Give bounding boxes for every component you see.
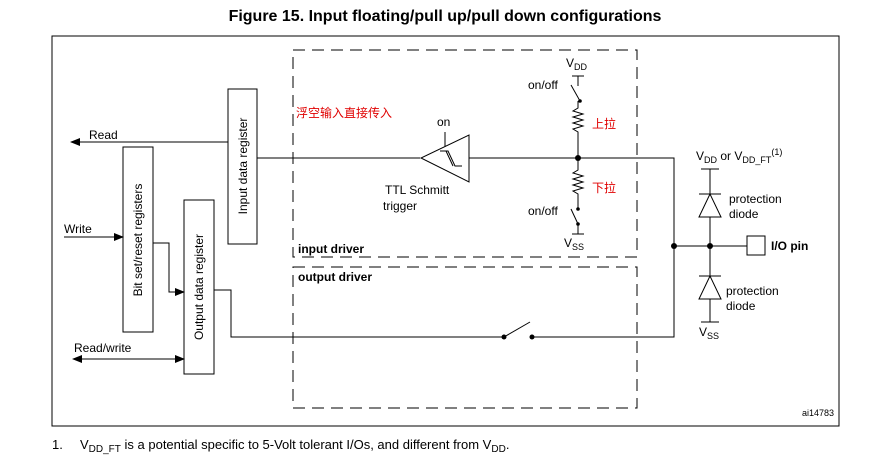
onoff-bottom-label: on/off [528,204,558,218]
on-label: on [437,115,450,129]
floating-input-note: 浮空输入直接传入 [296,105,392,120]
pull-down-switch[interactable] [570,208,579,225]
input-driver-box [292,49,638,258]
hysteresis-icon-2 [445,150,454,167]
protection-diode-icon [698,192,722,218]
pull-up-label: 上拉 [592,116,616,131]
input-driver-label: input driver [298,242,364,256]
read-write-arrowhead-left [72,355,82,363]
figure-id: ai14783 [802,408,834,418]
protection-diode-1b: diode [729,207,759,221]
write-label: Write [64,222,92,236]
hysteresis-icon [440,150,462,167]
output-switch[interactable] [503,321,531,338]
pull-up-switch[interactable] [570,84,581,102]
vdd-label: VDD [566,56,588,72]
output-driver-label: output driver [298,270,372,284]
pin-vss-label: VSS [699,325,719,341]
output-data-register [183,199,215,375]
switch-contact [576,207,580,211]
protection-diode-2b: diode [726,299,756,313]
output-wire [214,289,504,338]
pull-down-resistor-icon [571,158,585,209]
pull-down-label: 下拉 [592,180,616,195]
protection-diode-icon [698,274,722,300]
protection-diode-1a: protection [729,192,782,206]
protection-diode-2a: protection [726,284,779,298]
onoff-top-label: on/off [528,78,558,92]
io-pin-icon[interactable] [746,235,766,256]
footnote: 1.VDD_FT is a potential specific to 5-Vo… [52,437,509,455]
vdd-ft-label: VDD or VDD_FT(1) [696,147,782,165]
output-data-register-label: Output data register [192,234,206,340]
ttl-label-1: TTL Schmitt [385,183,450,197]
vss-label: VSS [564,236,584,252]
read-write-label: Read/write [74,341,132,355]
input-data-register-label: Input data register [236,118,250,215]
io-pin-label: I/O pin [771,239,808,253]
bit-set-reset-register [122,146,154,333]
outer-frame [51,35,840,427]
input-data-register [227,88,258,245]
ttl-label-2: trigger [383,199,417,213]
switch-contact [578,99,582,103]
bsrr-to-odr-wire [153,242,185,296]
read-label: Read [89,128,118,142]
figure-title: Figure 15. Input floating/pull up/pull d… [229,8,662,25]
switch-contact [529,334,535,340]
pull-up-resistor-icon [571,101,585,158]
bit-set-reset-label: Bit set/reset registers [131,184,145,297]
